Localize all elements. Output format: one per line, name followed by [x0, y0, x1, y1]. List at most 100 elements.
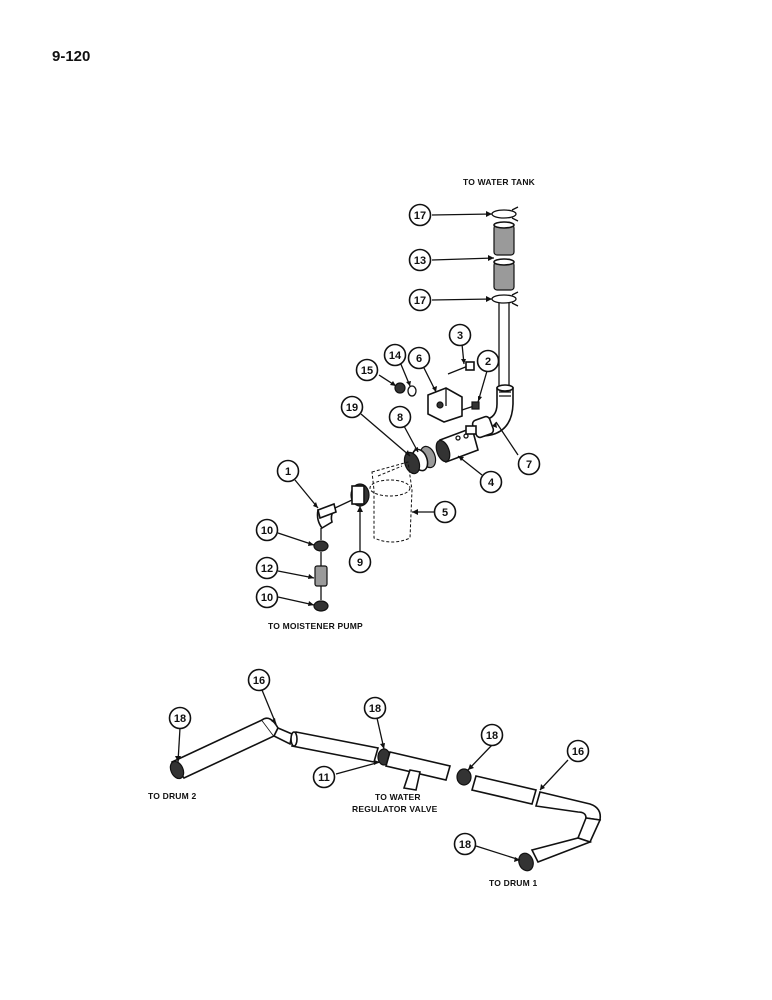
leader-10b — [277, 596, 315, 606]
hose-clamp-tee-right — [456, 768, 472, 786]
callout-number: 7 — [526, 459, 532, 471]
callout-circle — [255, 518, 279, 542]
nut — [394, 382, 406, 394]
callout-number: 3 — [457, 330, 463, 342]
callout-circle — [480, 723, 504, 747]
callout-7: 7 — [517, 452, 541, 476]
label-to-moistener-pump: TO MOISTENER PUMP — [268, 621, 363, 631]
callout-circle — [355, 358, 379, 382]
callout-circle — [348, 550, 372, 574]
callout-number: 9 — [357, 557, 363, 569]
leader-12 — [277, 570, 315, 579]
callout-number: 11 — [318, 772, 330, 784]
hose-clamp-drum-2 — [169, 760, 185, 780]
callout-8: 8 — [388, 405, 412, 429]
screw — [461, 401, 480, 411]
callout-number: 18 — [459, 839, 471, 851]
callout-18a: 18 — [168, 706, 192, 730]
leader-8 — [403, 425, 419, 453]
callout-12: 12 — [255, 556, 279, 580]
leader-18c — [467, 744, 493, 771]
callout-3: 3 — [448, 323, 472, 347]
upper-assembly: TO WATER TANK — [268, 177, 535, 631]
callout-circle — [408, 288, 432, 312]
adapter-fitting — [350, 483, 370, 507]
pump-fittings — [313, 528, 329, 612]
hose-drum-2 — [170, 717, 293, 779]
leader-7 — [495, 421, 519, 456]
callout-number: 19 — [346, 402, 358, 414]
callout-circle — [255, 585, 279, 609]
callout-number: 10 — [261, 592, 273, 604]
callout-18b: 18 — [363, 696, 387, 720]
tee-fitting — [384, 751, 452, 791]
callout-number: 14 — [389, 350, 402, 362]
lock-washer — [407, 385, 417, 397]
callout-circle — [407, 346, 431, 370]
callout-number: 13 — [414, 255, 426, 267]
callout-15: 15 — [355, 358, 379, 382]
label-to-water-regulator-2: REGULATOR VALVE — [352, 804, 438, 814]
callout-number: 16 — [572, 746, 584, 758]
strainer — [403, 445, 437, 475]
leader-17a — [431, 213, 493, 216]
callout-9: 9 — [348, 550, 372, 574]
callout-17b: 17 — [408, 288, 432, 312]
callout-5: 5 — [433, 500, 457, 524]
callout-6: 6 — [407, 346, 431, 370]
callout-19: 19 — [340, 395, 364, 419]
leader-16b — [539, 759, 569, 791]
callout-circle — [388, 405, 412, 429]
leader-18d — [475, 845, 521, 861]
callout-circle — [476, 349, 500, 373]
callout-number: 17 — [414, 295, 426, 307]
callout-18c: 18 — [480, 723, 504, 747]
hose-clamp-lower — [491, 291, 519, 307]
callout-2: 2 — [476, 349, 500, 373]
callout-circle — [247, 668, 271, 692]
callout-13: 13 — [408, 248, 432, 272]
callout-17a: 17 — [408, 203, 432, 227]
callout-number: 18 — [174, 713, 186, 725]
leader-11 — [335, 761, 381, 775]
lower-assembly: TO DRUM 2 TO WATER REGULATOR VALVE TO DR… — [148, 717, 602, 888]
callout-number: 5 — [442, 507, 448, 519]
callout-circle — [276, 459, 300, 483]
callout-circle — [168, 706, 192, 730]
filter-housing-dashed — [369, 461, 413, 543]
hose-clamp-drum-1 — [518, 852, 534, 872]
leader-19 — [360, 413, 411, 457]
callout-number: 18 — [369, 703, 381, 715]
callout-4: 4 — [479, 470, 503, 494]
callout-number: 4 — [488, 477, 495, 489]
callout-circle — [479, 470, 503, 494]
label-to-water-regulator-1: TO WATER — [375, 792, 421, 802]
callout-circle — [433, 500, 457, 524]
label-to-drum-1: TO DRUM 1 — [489, 878, 537, 888]
hose-section — [493, 221, 515, 291]
callout-number: 16 — [253, 675, 265, 687]
callout-14: 14 — [383, 343, 407, 367]
callout-circle — [340, 395, 364, 419]
callout-number: 8 — [397, 412, 403, 424]
label-to-drum-2: TO DRUM 2 — [148, 791, 196, 801]
callout-number: 6 — [416, 353, 422, 365]
callout-number: 17 — [414, 210, 426, 222]
elbow-fitting-pump — [316, 502, 337, 530]
callout-number: 1 — [285, 466, 291, 478]
callout-number: 12 — [261, 563, 273, 575]
callout-circle — [312, 765, 336, 789]
callout-16b: 16 — [566, 739, 590, 763]
callout-number: 15 — [361, 365, 373, 377]
callout-number: 10 — [261, 525, 273, 537]
callout-number: 2 — [485, 356, 491, 368]
leader-17b — [431, 298, 493, 301]
callout-circle — [383, 343, 407, 367]
callout-circle — [408, 248, 432, 272]
callout-18d: 18 — [453, 832, 477, 856]
callout-16a: 16 — [247, 668, 271, 692]
hose-middle-left — [290, 731, 380, 763]
callout-circle — [448, 323, 472, 347]
callout-10b: 10 — [255, 585, 279, 609]
